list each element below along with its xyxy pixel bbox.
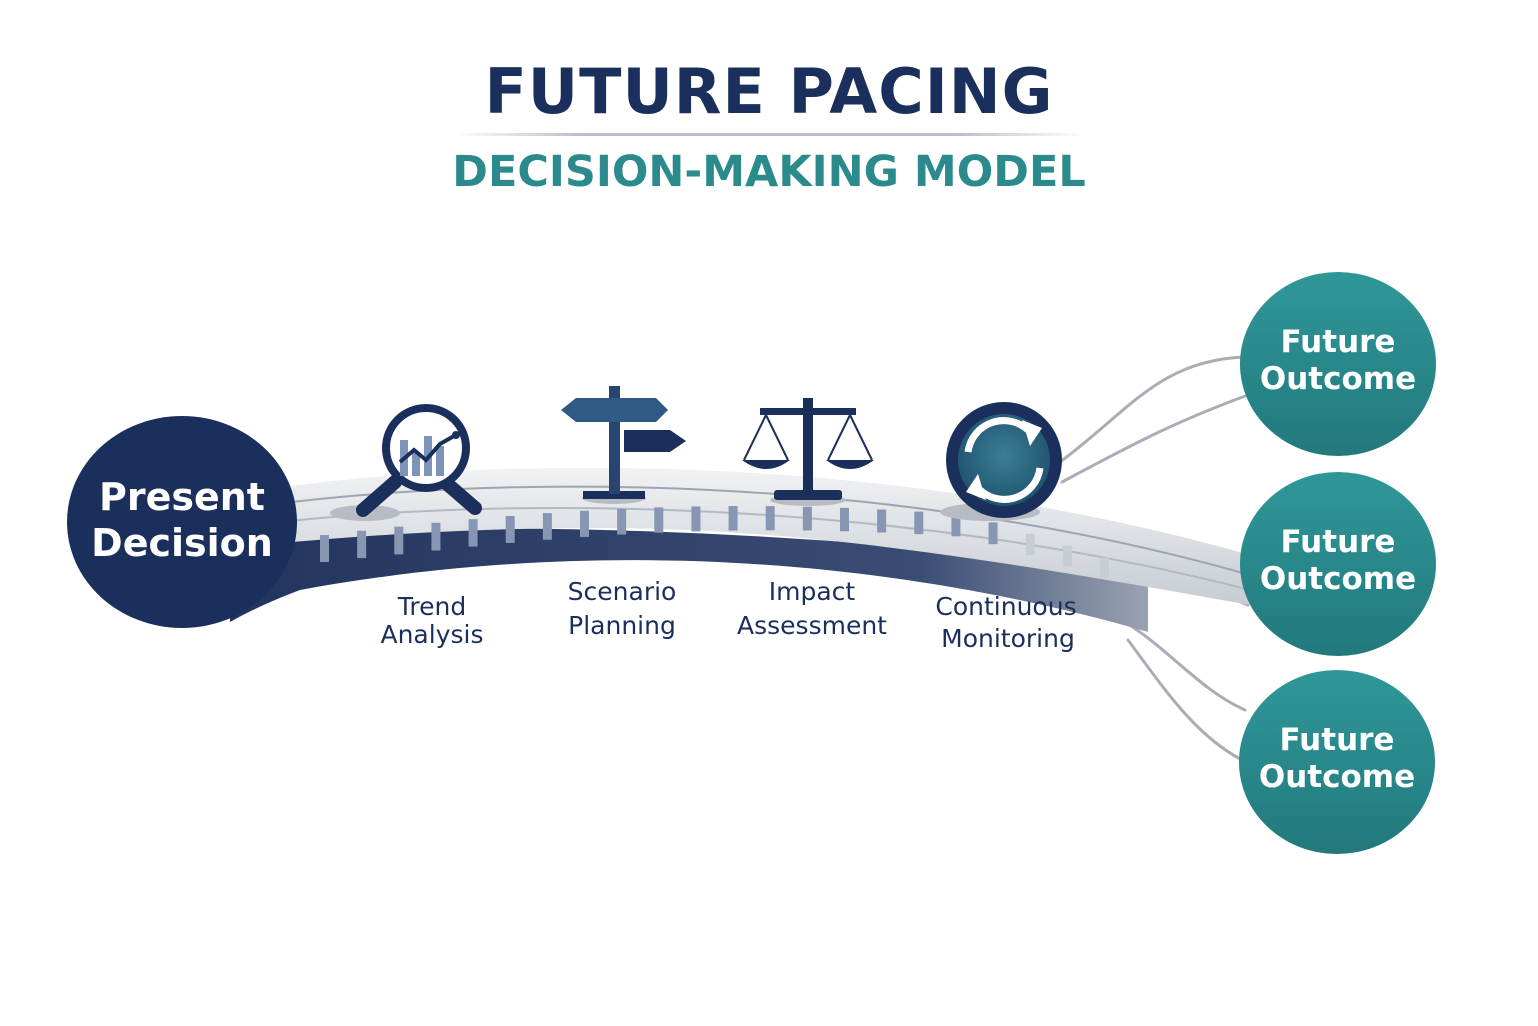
track-tick	[1025, 533, 1035, 556]
outcome-line1: Future	[1280, 722, 1395, 758]
present-decision-line2: Decision	[91, 521, 273, 565]
page-title: FUTURE PACING	[484, 55, 1054, 128]
connector-line	[1060, 393, 1250, 484]
track-tick	[765, 506, 775, 531]
track-tick	[802, 506, 812, 531]
track-tick	[728, 506, 738, 531]
step-label-line1: Continuous	[935, 592, 1076, 621]
step-label-line1: Trend	[397, 592, 466, 621]
outcome-line2: Outcome	[1259, 759, 1415, 795]
track-tick	[542, 513, 552, 540]
step-label-line2: Analysis	[380, 620, 483, 649]
future-outcomes: Future Outcome Future Outcome Future Out…	[1239, 272, 1436, 854]
track-ticks	[320, 506, 1109, 579]
track-tick	[431, 522, 441, 551]
track-tick	[840, 507, 849, 532]
signpost-icon	[561, 386, 686, 504]
track-tick	[988, 522, 998, 545]
step-scenario-planning: Scenario Planning	[561, 386, 686, 640]
track-tick	[877, 509, 887, 533]
title-divider	[454, 133, 1084, 136]
outcome-line2: Outcome	[1260, 561, 1416, 597]
track-tick	[357, 530, 367, 559]
future-outcome-node: Future Outcome	[1240, 272, 1436, 456]
step-label-line2: Planning	[568, 611, 676, 640]
present-decision-node: Present Decision	[67, 416, 297, 628]
track-tick	[1062, 545, 1072, 567]
balance-scale-icon	[742, 398, 874, 506]
future-outcome-node: Future Outcome	[1240, 472, 1436, 656]
track-tick	[580, 510, 589, 537]
step-impact-assessment: Impact Assessment	[737, 398, 887, 640]
step-label-line2: Monitoring	[941, 624, 1075, 653]
track-tick	[951, 514, 961, 537]
outcome-line1: Future	[1281, 524, 1396, 560]
outcome-line2: Outcome	[1260, 361, 1416, 397]
track-tick	[1100, 557, 1109, 579]
track-tick	[394, 526, 404, 555]
step-label-line1: Scenario	[568, 577, 677, 606]
connector-line	[1123, 620, 1247, 712]
track-tick	[320, 535, 329, 563]
connector-line	[1126, 638, 1244, 762]
track-edge-line	[229, 485, 1251, 576]
track-side	[230, 528, 1148, 632]
track-tick	[691, 506, 701, 532]
track-tick	[654, 507, 664, 533]
future-outcome-node: Future Outcome	[1239, 670, 1435, 854]
connector-line	[1058, 355, 1247, 464]
step-label-line1: Impact	[769, 577, 856, 606]
refresh-cycle-icon	[940, 402, 1062, 521]
track-tick	[914, 511, 924, 535]
magnifier-chart-icon	[330, 404, 482, 521]
title-block: FUTURE PACING DECISION-MAKING MODEL	[0, 55, 1538, 198]
outcome-line1: Future	[1281, 324, 1396, 360]
present-decision-line1: Present	[99, 475, 265, 519]
step-label-line2: Assessment	[737, 611, 887, 640]
track-tick	[617, 508, 627, 535]
step-trend-analysis: Trend Analysis	[330, 404, 484, 649]
track-tick	[505, 515, 515, 543]
page-subtitle: DECISION-MAKING MODEL	[452, 147, 1086, 197]
step-continuous-monitoring: Continuous Monitoring	[935, 402, 1077, 653]
track-tick	[468, 519, 478, 547]
